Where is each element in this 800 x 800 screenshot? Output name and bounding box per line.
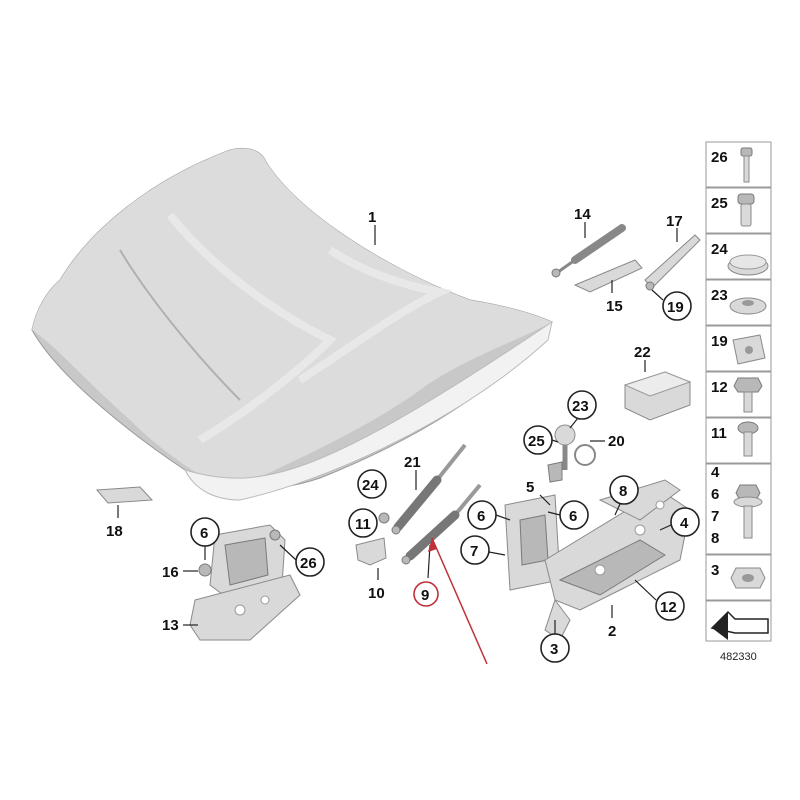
torx-bolt-icon xyxy=(737,421,759,457)
hood-lock-assembly xyxy=(189,524,301,641)
label-20: 20 xyxy=(608,433,625,450)
label-6-lock: 6 xyxy=(200,525,208,542)
washer-icon xyxy=(729,297,767,315)
label-26-lock: 26 xyxy=(300,555,317,572)
legend-label-8: 8 xyxy=(711,530,719,547)
label-24-strut: 24 xyxy=(362,477,379,494)
label-13: 13 xyxy=(162,617,179,634)
direction-arrow-icon xyxy=(710,610,769,640)
pin-icon xyxy=(737,193,755,227)
label-18: 18 xyxy=(106,523,123,540)
label-17: 17 xyxy=(666,213,683,230)
label-22: 22 xyxy=(634,344,651,361)
legend-label-6: 6 xyxy=(711,486,719,503)
label-16: 16 xyxy=(162,564,179,581)
box-part xyxy=(623,371,692,421)
legend-label-24: 24 xyxy=(711,241,728,258)
legend-cell-26 xyxy=(705,141,772,188)
hex-bolt-icon xyxy=(733,377,763,413)
hood-panel xyxy=(31,147,553,501)
label-4: 4 xyxy=(680,515,689,532)
label-14: 14 xyxy=(574,206,591,223)
highlight-arrow xyxy=(431,537,488,665)
label-21: 21 xyxy=(404,454,421,471)
label-2: 2 xyxy=(608,623,616,640)
label-15: 15 xyxy=(606,298,623,315)
legend-label-7: 7 xyxy=(711,508,719,525)
legend-label-26: 26 xyxy=(711,149,728,166)
label-11-strut: 11 xyxy=(355,516,371,533)
legend-label-11: 11 xyxy=(711,425,727,442)
label-10: 10 xyxy=(368,585,385,602)
gas-strut-21 xyxy=(391,443,467,535)
nut-icon xyxy=(730,567,766,589)
strut-14 xyxy=(551,224,626,278)
label-1: 1 xyxy=(368,209,376,226)
diagram-code: 482330 xyxy=(720,651,757,663)
legend-cell-4678 xyxy=(705,463,772,555)
legend-label-12: 12 xyxy=(711,379,728,396)
label-19-rod: 19 xyxy=(667,299,684,316)
label-12-hinge: 12 xyxy=(660,599,677,616)
spring-assembly xyxy=(547,424,596,483)
label-5: 5 xyxy=(526,479,534,496)
pad-part xyxy=(95,486,154,504)
label-8: 8 xyxy=(619,483,627,500)
label-6-hinge-b: 6 xyxy=(569,508,577,525)
legend-label-23: 23 xyxy=(711,287,728,304)
label-3: 3 xyxy=(550,641,558,658)
legend-label-3: 3 xyxy=(711,562,719,579)
label-9: 9 xyxy=(421,587,429,604)
rod-17 xyxy=(644,234,701,291)
legend-label-19: 19 xyxy=(711,333,728,350)
fastener-legend: 26 25 24 23 19 12 xyxy=(705,141,772,642)
label-23-spring: 23 xyxy=(572,398,589,415)
flange-screw-icon xyxy=(733,484,763,539)
legend-label-25: 25 xyxy=(711,195,728,212)
rod-15 xyxy=(573,259,643,293)
label-7: 7 xyxy=(470,543,478,560)
gas-strut-9 xyxy=(401,483,482,565)
bracket-10 xyxy=(355,537,387,566)
clip-icon xyxy=(732,334,766,365)
cap-icon xyxy=(727,254,769,276)
bolt-icon xyxy=(740,147,753,183)
label-25-spring: 25 xyxy=(528,433,545,450)
hood-hinge-assembly xyxy=(504,479,691,641)
legend-label-4: 4 xyxy=(711,464,720,481)
label-6-hinge-a: 6 xyxy=(477,508,485,525)
